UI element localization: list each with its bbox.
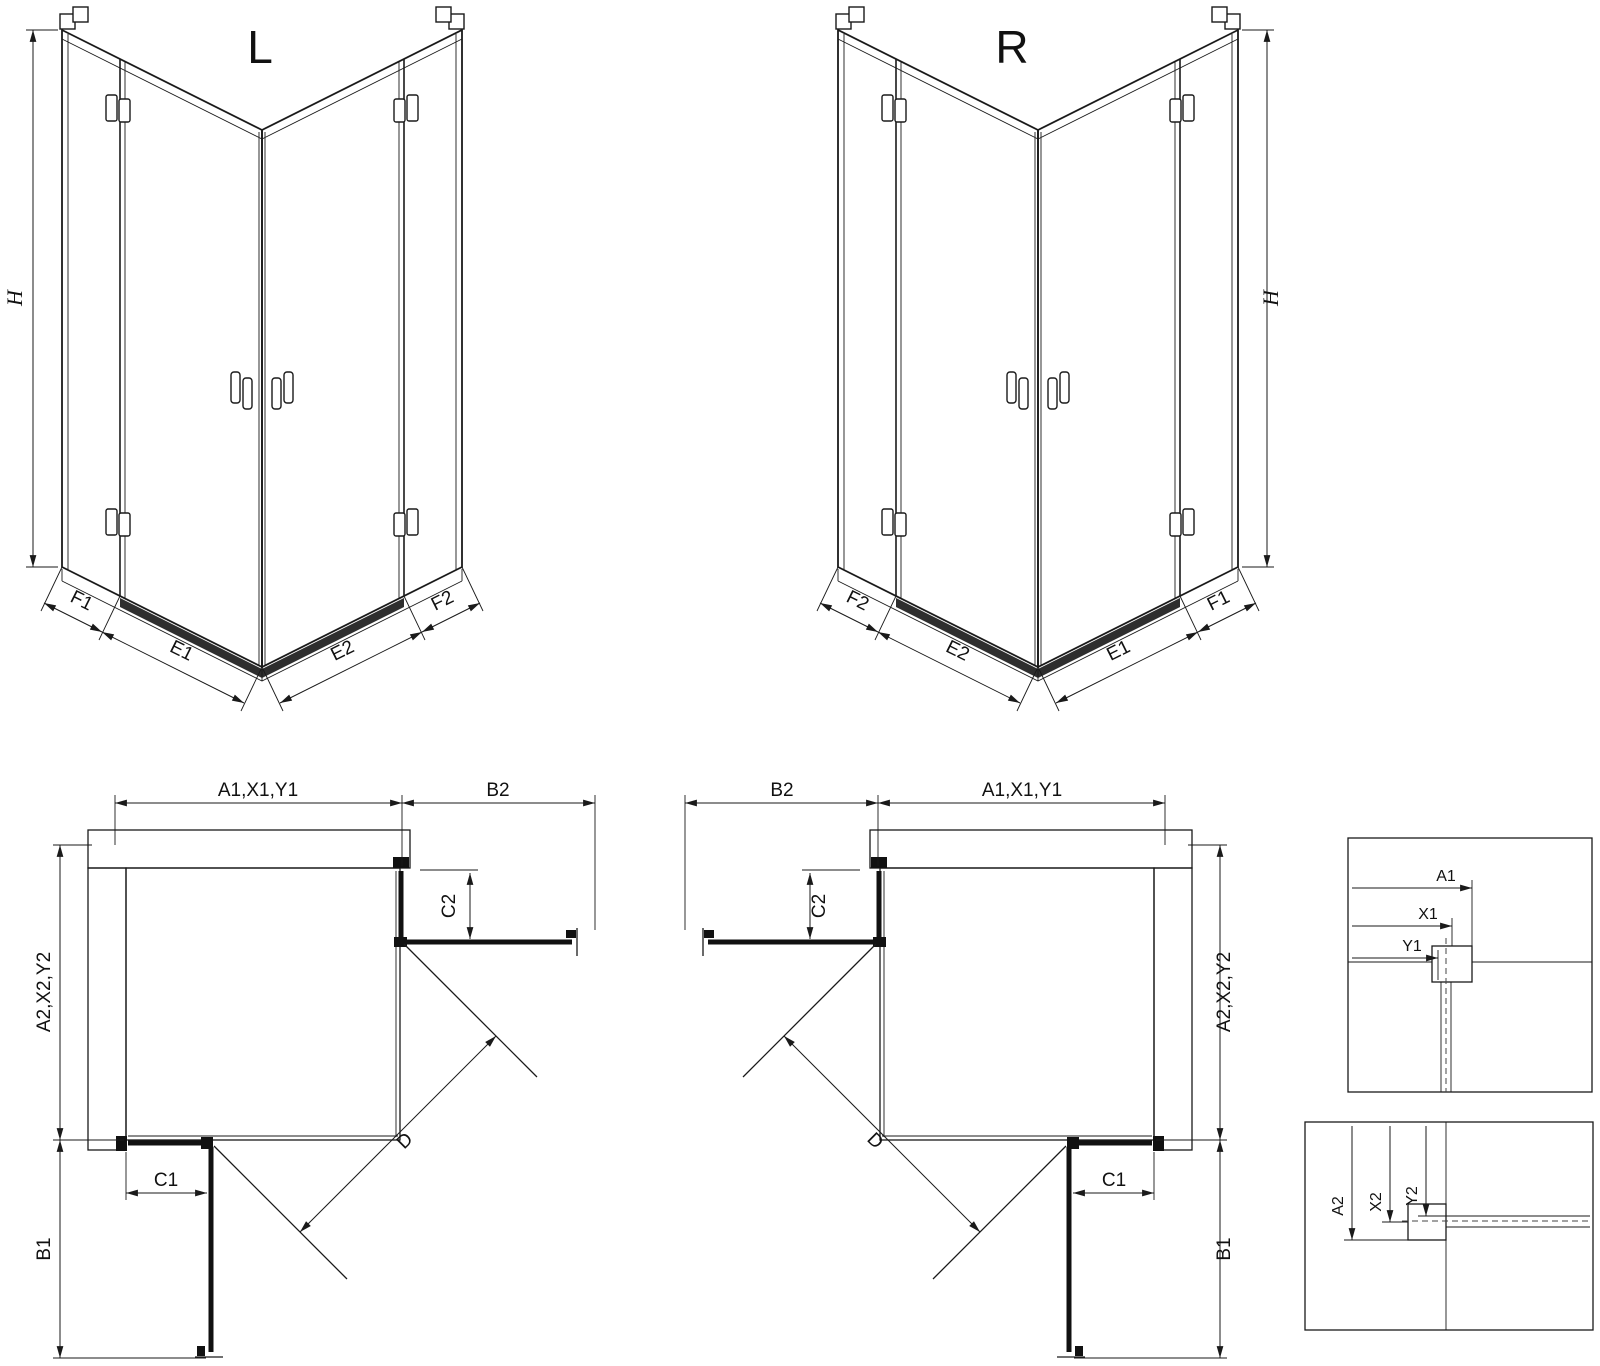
b1-label: B1 xyxy=(34,1237,55,1260)
variant-letter-left: L xyxy=(247,21,273,73)
a1-detail-label: A1 xyxy=(1436,868,1456,885)
detail-frame xyxy=(1304,1121,1594,1331)
height-label: H xyxy=(2,289,27,307)
glass-panel-section xyxy=(1440,982,1452,1092)
plan-view-left-geometry xyxy=(53,795,595,1358)
iso-view-left-geometry xyxy=(26,7,483,711)
y1-detail-label: Y1 xyxy=(1402,938,1422,955)
iso-view-right: R H F2 E2 E1 F1 xyxy=(817,7,1283,711)
b2-label: B2 xyxy=(770,780,793,801)
iso-view-left: L H F1 E1 E2 F2 xyxy=(2,7,483,711)
a2-detail-label: A2 xyxy=(1330,1196,1347,1216)
b2-label: B2 xyxy=(486,780,509,801)
x2-detail-label: X2 xyxy=(1368,1192,1385,1212)
f2-label: F2 xyxy=(843,587,872,616)
f2-label: F2 xyxy=(428,587,457,616)
side-depth-label: A2,X2,Y2 xyxy=(34,952,55,1032)
diagonal-label: D xyxy=(393,1129,418,1154)
top-width-label: A1,X1,Y1 xyxy=(218,780,298,801)
c1-label: C1 xyxy=(1102,1170,1126,1191)
side-depth-label: A2,X2,Y2 xyxy=(1214,952,1235,1032)
height-label: H xyxy=(1258,289,1283,307)
b1-label: B1 xyxy=(1214,1237,1235,1260)
detail-view-top: A1 X1 Y1 xyxy=(1347,837,1593,1093)
plan-view-right-geometry xyxy=(685,795,1227,1358)
glass-mounting-profile xyxy=(1407,1203,1447,1241)
plan-view-right: B2 A1,X1,Y1 C2 A2,X2,Y2 B1 C1 D xyxy=(685,780,1235,1358)
top-width-label: A1,X1,Y1 xyxy=(982,780,1062,801)
c2-label: C2 xyxy=(439,894,460,918)
f1-label: F1 xyxy=(1204,587,1233,616)
iso-view-right-geometry xyxy=(817,7,1274,711)
detail-frame xyxy=(1347,837,1593,1093)
diagonal-label: D xyxy=(863,1129,888,1154)
y2-detail-label: Y2 xyxy=(1404,1186,1421,1206)
f1-label: F1 xyxy=(67,587,96,616)
c1-label: C1 xyxy=(154,1170,178,1191)
c2-label: C2 xyxy=(809,894,830,918)
variant-letter-right: R xyxy=(995,21,1028,73)
glass-panel-section xyxy=(1446,1215,1590,1228)
plan-view-left: A1,X1,Y1 B2 C2 A2,X2,Y2 B1 C1 D xyxy=(34,780,595,1358)
x1-detail-label: X1 xyxy=(1418,906,1438,923)
detail-view-bottom: A2 X2 Y2 xyxy=(1304,1121,1594,1331)
